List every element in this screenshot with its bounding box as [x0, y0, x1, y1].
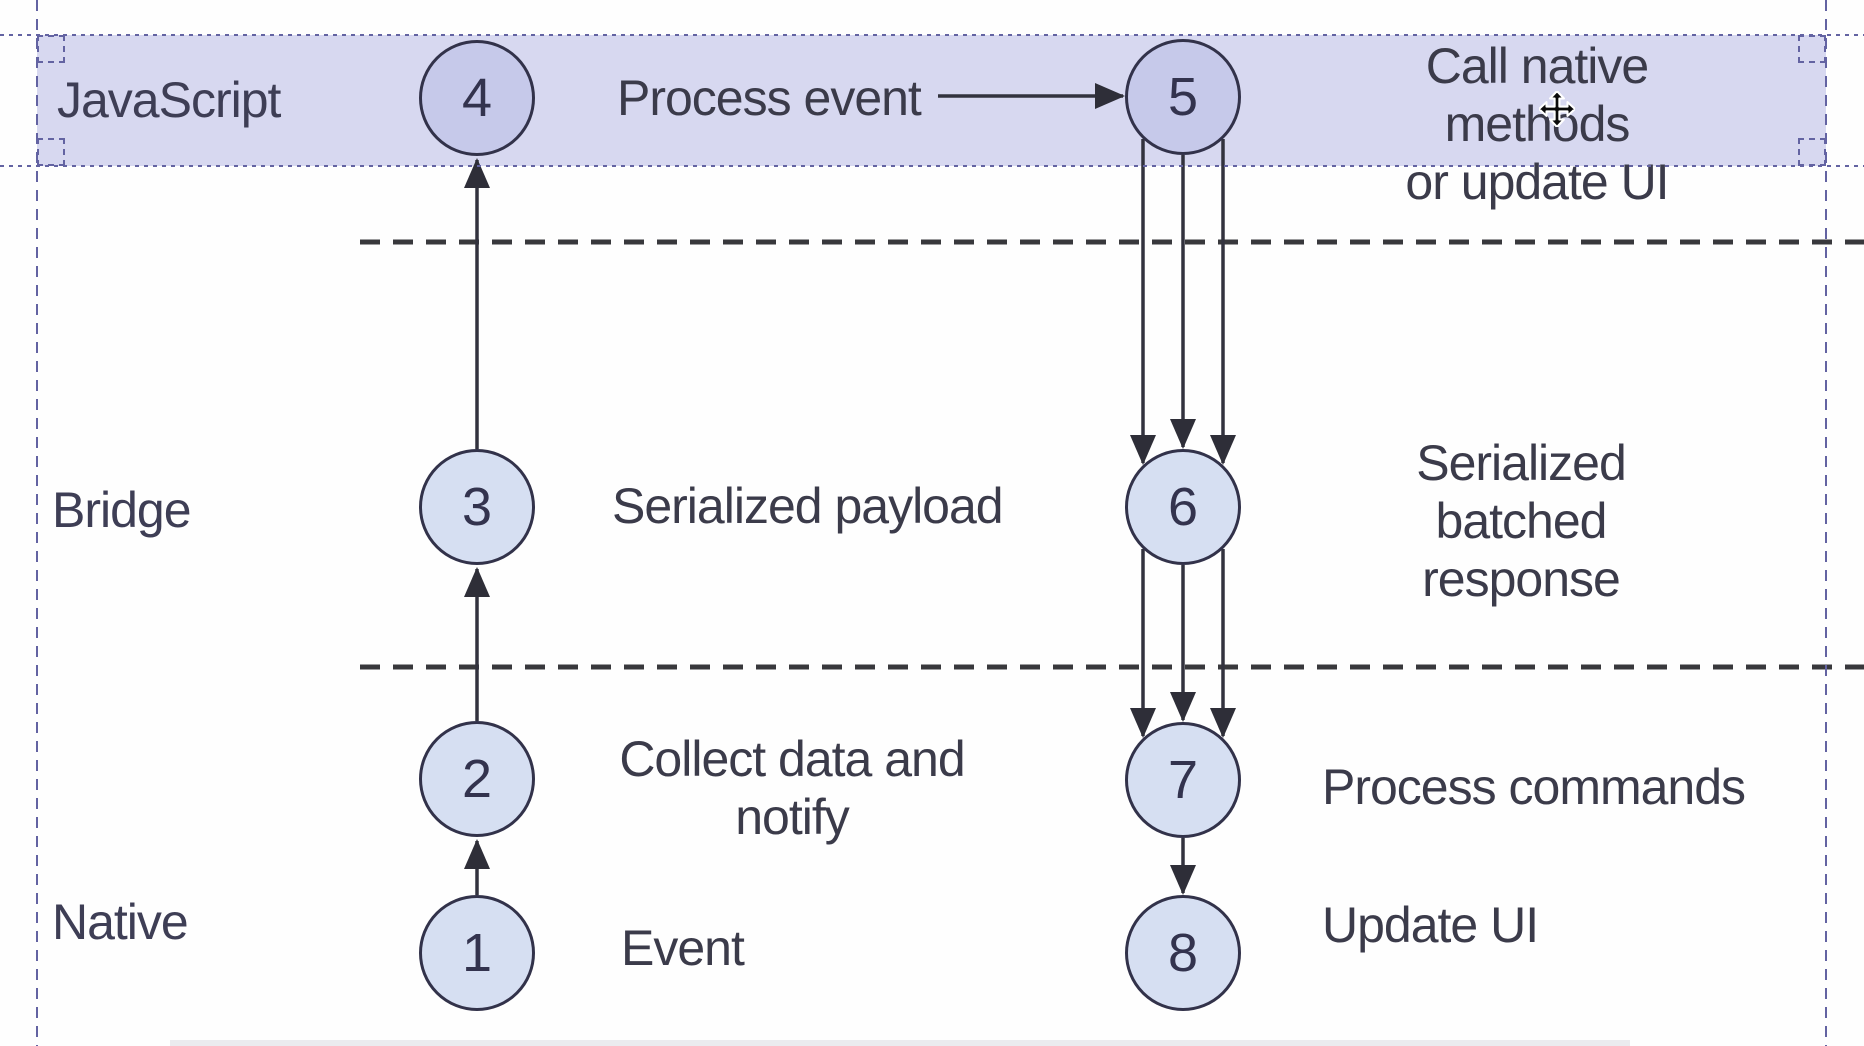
caption-update-ui: Update UI [1322, 897, 1539, 953]
node-3-number: 3 [461, 477, 493, 537]
move-cursor-icon [1539, 91, 1575, 127]
selection-handle-top-right[interactable] [1798, 35, 1826, 63]
lane-label-bridge: Bridge [52, 482, 192, 538]
caption-process-event: Process event [617, 70, 922, 126]
selected-row-highlight[interactable] [37, 35, 1826, 166]
caption-call-native-methods: Call native methods or update UI [1405, 38, 1669, 210]
caption-serialized-payload: Serialized payload [612, 478, 1004, 534]
selection-handle-bottom-left[interactable] [37, 138, 65, 166]
caption-process-commands: Process commands [1322, 759, 1746, 815]
node-3-circle: 3 [419, 449, 535, 565]
node-5-number: 5 [1167, 67, 1199, 127]
node-6-circle: 6 [1125, 449, 1241, 565]
node-8-number: 8 [1167, 923, 1199, 983]
node-4-number: 4 [461, 68, 493, 128]
node-4-circle: 4 [419, 40, 535, 156]
node-1-number: 1 [461, 923, 493, 983]
caption-serialized-batched-response: Serialized batched response [1416, 435, 1627, 607]
selection-handle-top-left[interactable] [37, 35, 65, 63]
node-6-number: 6 [1167, 477, 1199, 537]
caption-event: Event [621, 920, 745, 976]
node-7-circle: 7 [1125, 722, 1241, 838]
node-2-circle: 2 [419, 721, 535, 837]
node-2-number: 2 [461, 749, 493, 809]
node-1-circle: 1 [419, 895, 535, 1011]
caption-collect-data-and-notify: Collect data and notify [619, 731, 965, 845]
figure-bottom-edge [170, 1040, 1630, 1046]
node-7-number: 7 [1167, 750, 1199, 810]
node-5-circle: 5 [1125, 39, 1241, 155]
lane-label-native: Native [52, 894, 189, 950]
lane-label-javascript: JavaScript [57, 72, 281, 128]
selection-handle-bottom-right[interactable] [1798, 138, 1826, 166]
node-8-circle: 8 [1125, 895, 1241, 1011]
